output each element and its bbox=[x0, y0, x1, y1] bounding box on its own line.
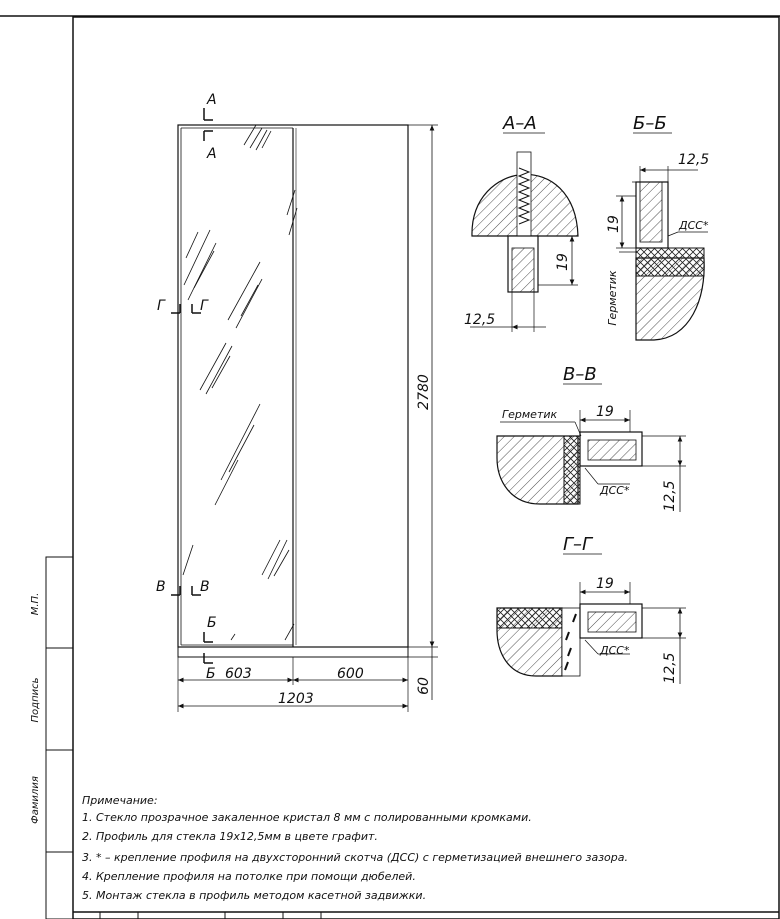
cut-label-v-left: В bbox=[156, 579, 166, 595]
section-bb-title: Б–Б bbox=[633, 113, 667, 134]
notes-heading: Примечание: bbox=[82, 794, 158, 807]
note-item: 2. Профиль для стекла 19х12,5мм в цвете … bbox=[82, 830, 378, 843]
section-vv-tape-label: ДСС* bbox=[599, 484, 630, 497]
section-cut-marks bbox=[171, 108, 213, 664]
section-gg-dim-width: 19 bbox=[596, 576, 614, 592]
section-aa-title: А–А bbox=[502, 113, 537, 134]
section-gg-title: Г–Г bbox=[563, 534, 594, 555]
side-stamp: М.П. Подпись Фамилия bbox=[30, 556, 74, 919]
stamp-surname: Фамилия bbox=[30, 776, 41, 824]
dim-width-left: 603 bbox=[225, 666, 252, 682]
glass-reflections bbox=[182, 124, 298, 641]
section-bb-dim-width: 12,5 bbox=[678, 152, 709, 168]
section-gg bbox=[496, 553, 686, 684]
section-aa-dim-width: 12,5 bbox=[464, 312, 495, 328]
section-vv-dim-height: 12,5 bbox=[662, 480, 678, 511]
dim-bottom: 60 bbox=[416, 677, 432, 695]
section-aa bbox=[470, 132, 579, 332]
section-vv-sealant-label: Герметик bbox=[502, 408, 558, 421]
cut-label-a-bottom: А bbox=[206, 146, 217, 162]
stamp-mp: М.П. bbox=[30, 593, 41, 616]
dim-width-right: 600 bbox=[337, 666, 364, 682]
cut-label-b-top: Б bbox=[207, 615, 217, 631]
section-vv-dim-width: 19 bbox=[596, 404, 614, 420]
dim-height: 2780 bbox=[416, 374, 432, 410]
floor-strip bbox=[177, 646, 409, 658]
stamp-signature: Подпись bbox=[30, 677, 41, 722]
front-view bbox=[171, 108, 438, 712]
note-item: 5. Монтаж стекла в профиль методом касет… bbox=[82, 889, 426, 902]
note-item: 1. Стекло прозрачное закаленное кристал … bbox=[82, 811, 532, 824]
section-bb-tape-label: ДСС* bbox=[678, 219, 709, 232]
drawing-frame bbox=[72, 16, 780, 919]
notes-block: Примечание: 1. Стекло прозрачное закален… bbox=[82, 794, 628, 902]
note-item: 4. Крепление профиля на потолке при помо… bbox=[82, 870, 416, 883]
wall-profile-vv bbox=[496, 435, 579, 505]
cut-label-g-left: Г bbox=[157, 298, 166, 314]
section-aa-dim-height: 19 bbox=[555, 253, 571, 271]
section-vv bbox=[496, 383, 686, 512]
cut-label-b-bottom: Б bbox=[206, 666, 216, 682]
section-gg-dim-height: 12,5 bbox=[662, 652, 678, 683]
section-bb-sealant-label: Герметик bbox=[606, 270, 619, 326]
section-bb-dim-height: 19 bbox=[606, 215, 622, 233]
cut-label-g-right: Г bbox=[200, 298, 209, 314]
cut-label-a-top: А bbox=[206, 92, 217, 108]
dim-width-total: 1203 bbox=[278, 691, 314, 707]
cut-label-v-right: В bbox=[200, 579, 210, 595]
section-bb bbox=[616, 132, 708, 341]
section-gg-tape-label: ДСС* bbox=[599, 644, 630, 657]
note-item: 3. * – крепление профиля на двухсторонни… bbox=[82, 851, 628, 864]
section-vv-title: В–В bbox=[563, 364, 597, 385]
